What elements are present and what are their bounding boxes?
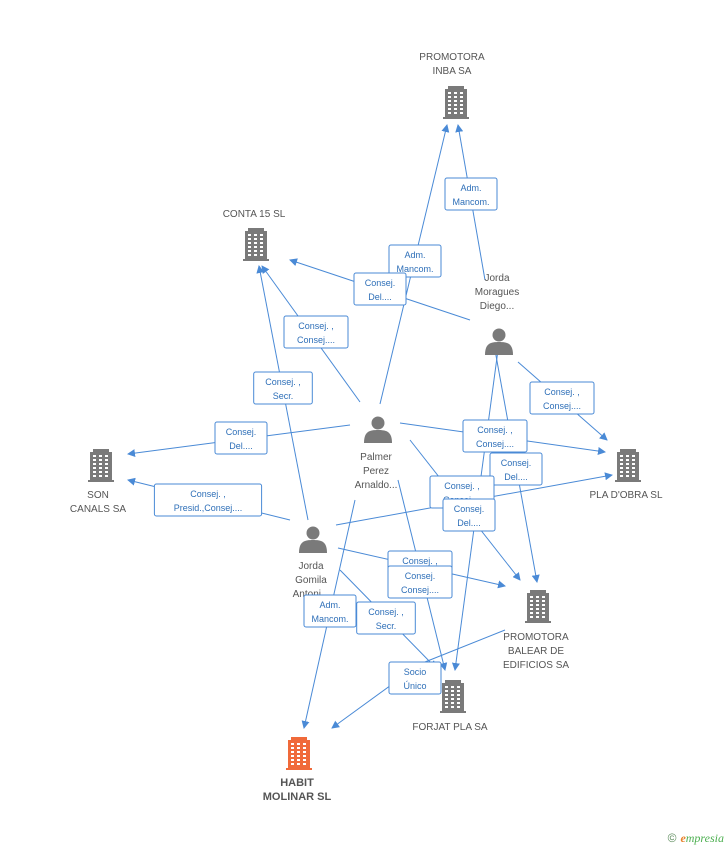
edge-label-0[interactable]: Adm. Mancom.: [444, 177, 498, 211]
building-icon: [243, 228, 269, 261]
edge-label-text: Consej. ,: [477, 425, 513, 435]
node-label: Jorda: [298, 561, 323, 572]
edge-label-text: Del....: [368, 292, 392, 302]
node-label: MOLINAR SL: [263, 791, 332, 803]
person-icon: [485, 328, 513, 355]
edge-label-7[interactable]: Consej. , Consej....: [462, 419, 528, 453]
edge-label-1[interactable]: Adm. Mancom.: [388, 244, 442, 278]
edge-label-text: Consej.: [405, 571, 436, 581]
node-label: EDIFICIOS SA: [503, 660, 569, 671]
edge-label-13[interactable]: Consej. Consej....: [387, 565, 453, 599]
node-jorda-moragues[interactable]: JordaMoraguesDiego...: [475, 273, 519, 355]
edge-label-text: Consej. ,: [298, 321, 334, 331]
edge-label-text: Consej. ,: [265, 377, 301, 387]
edge-label-text: Consej. ,: [544, 387, 580, 397]
node-forjat[interactable]: FORJAT PLA SA: [412, 680, 488, 733]
edge-label-text: Presid.,Consej....: [174, 503, 243, 513]
empresia-logo: ©empresia: [668, 831, 724, 846]
building-icon: [88, 449, 114, 482]
edge-label-text: Del....: [504, 472, 528, 482]
node-label: PROMOTORA: [419, 52, 485, 63]
node-label: PLA D'OBRA SL: [589, 490, 662, 501]
building-icon: [286, 737, 312, 770]
edge-label-9[interactable]: Consej. Del....: [489, 452, 543, 486]
node-jorda-gomila[interactable]: JordaGomilaAntoni...: [293, 526, 330, 601]
edge-label-text: Consej.: [365, 278, 396, 288]
brand-name: mpresia: [685, 831, 724, 845]
edge-label-text: Consej. ,: [190, 489, 226, 499]
edge-label-text: Mancom.: [311, 614, 348, 624]
node-label: CANALS SA: [70, 504, 126, 515]
copyright-symbol: ©: [667, 831, 677, 845]
edge-label-text: Secr.: [376, 621, 397, 631]
node-son-canals[interactable]: SON CANALS SA: [70, 449, 126, 515]
edge-label-text: Consej.: [226, 427, 257, 437]
node-label: SON: [87, 490, 109, 501]
person-icon: [299, 526, 327, 553]
node-palmer[interactable]: PalmerPerezArnaldo...: [355, 416, 398, 492]
edge-label-text: Consej....: [297, 335, 335, 345]
edge-label-3[interactable]: Consej. , Consej....: [283, 315, 349, 349]
node-label: Palmer: [360, 452, 392, 463]
building-icon: [525, 590, 551, 623]
edge-label-text: Adm.: [404, 250, 425, 260]
brand-initial: e: [680, 831, 686, 845]
node-label: Arnaldo...: [355, 480, 398, 491]
node-label: FORJAT PLA SA: [412, 722, 488, 733]
edge-label-5[interactable]: Consej. Del....: [214, 421, 268, 455]
edge-label-text: Mancom.: [452, 197, 489, 207]
node-label: CONTA 15 SL: [223, 209, 286, 220]
edge-label-15[interactable]: Consej. , Secr.: [356, 601, 416, 635]
edge-label-text: Adm.: [460, 183, 481, 193]
edge-label-text: Consej....: [401, 585, 439, 595]
edge-label-text: Del....: [457, 518, 481, 528]
node-label: PROMOTORA: [503, 632, 569, 643]
edge-label-text: Consej.: [501, 458, 532, 468]
node-label: Diego...: [480, 301, 514, 312]
node-habit[interactable]: HABIT MOLINAR SL: [263, 737, 332, 803]
node-promotora-balear[interactable]: PROMOTORA BALEAR DE EDIFICIOS SA: [503, 590, 569, 671]
edge-label-text: Del....: [229, 441, 253, 451]
building-icon: [440, 680, 466, 713]
node-conta15[interactable]: CONTA 15 SL: [223, 209, 286, 261]
node-label: Perez: [363, 466, 389, 477]
edge-label-text: Único: [403, 681, 426, 691]
person-icon: [364, 416, 392, 443]
edge-label-text: Adm.: [319, 600, 340, 610]
edge-label-text: Consej. ,: [444, 481, 480, 491]
edge-label-8[interactable]: Consej. , Consej....: [529, 381, 595, 415]
edge-label-text: Consej....: [476, 439, 514, 449]
edge-label-text: Consej....: [543, 401, 581, 411]
node-label: HABIT: [280, 777, 314, 789]
edge-label-11[interactable]: Consej. Del....: [442, 498, 496, 532]
edge-label-2[interactable]: Consej. Del....: [353, 272, 407, 306]
edge-label-4[interactable]: Consej. , Secr.: [253, 371, 313, 405]
edge-label-14[interactable]: Adm. Mancom.: [303, 594, 357, 628]
node-promotora-inba[interactable]: PROMOTORA INBA SA: [419, 52, 485, 119]
edge-label-text: Consej. ,: [402, 556, 438, 566]
node-label: Jorda: [484, 273, 509, 284]
edge-label-6[interactable]: Consej. , Presid.,Consej....: [153, 483, 263, 517]
edge-label-text: Consej.: [454, 504, 485, 514]
building-icon: [443, 86, 469, 119]
edge-label-text: Consej. ,: [368, 607, 404, 617]
node-label: BALEAR DE: [508, 646, 564, 657]
building-icon: [615, 449, 641, 482]
node-label: Moragues: [475, 287, 519, 298]
edge-label-text: Secr.: [273, 391, 294, 401]
node-pla-dobra[interactable]: PLA D'OBRA SL: [589, 449, 663, 501]
edge-label-text: Socio: [404, 667, 427, 677]
node-label: Gomila: [295, 575, 327, 586]
node-label: INBA SA: [433, 66, 472, 77]
edge-label-text: Mancom.: [396, 264, 433, 274]
